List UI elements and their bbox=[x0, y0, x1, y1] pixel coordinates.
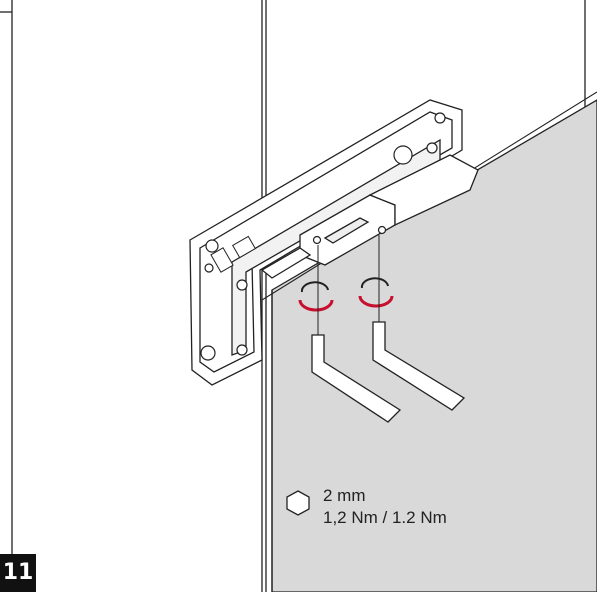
carriage bbox=[260, 154, 479, 279]
plate-markings bbox=[210, 235, 256, 273]
hexagon-icon bbox=[286, 490, 310, 516]
torque-value: 1,2 Nm / 1.2 Nm bbox=[323, 508, 447, 527]
hex-key-icon bbox=[311, 235, 466, 423]
hex-key-size: 2 mm bbox=[323, 486, 366, 505]
mounting-plate bbox=[189, 99, 463, 386]
plate-holes bbox=[200, 112, 446, 361]
step-number-badge: 11 bbox=[0, 554, 36, 592]
screw-heads bbox=[312, 225, 387, 245]
rotate-icon bbox=[298, 277, 394, 312]
